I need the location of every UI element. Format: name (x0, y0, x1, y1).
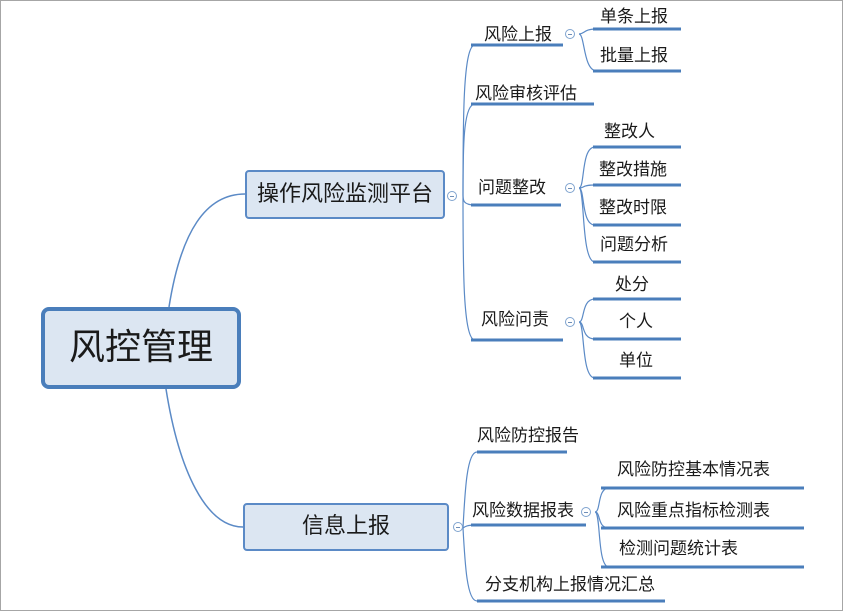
subtopic-basic-situation-form[interactable]: 风险防控基本情况表 (617, 460, 770, 480)
connector-line (594, 511, 610, 568)
connector-line (578, 146, 596, 189)
subtopic-unit[interactable]: 单位 (619, 351, 653, 371)
connector-line (578, 298, 596, 323)
topic-branch-summary[interactable]: 分支机构上报情况汇总 (485, 575, 655, 595)
topic-risk-report[interactable]: 风险上报 (484, 25, 552, 45)
connector-line (462, 194, 476, 341)
collapse-toggle-icon[interactable] (565, 317, 575, 327)
collapse-toggle-icon[interactable] (453, 522, 463, 532)
connector-line (462, 451, 478, 529)
connector-line (165, 388, 244, 528)
topic-issue-rectify[interactable]: 问题整改 (478, 178, 546, 198)
collapse-toggle-icon[interactable] (565, 29, 575, 39)
subtopic-single-report[interactable]: 单条上报 (600, 7, 668, 27)
branch-node-platform[interactable]: 操作风险监测平台 (245, 170, 445, 219)
topic-risk-control-report[interactable]: 风险防控报告 (477, 426, 579, 446)
collapse-toggle-icon[interactable] (447, 191, 457, 201)
subtopic-penalty[interactable]: 处分 (615, 275, 649, 295)
subtopic-issue-stats-form[interactable]: 检测问题统计表 (619, 539, 738, 559)
subtopic-key-indicator-form[interactable]: 风险重点指标检测表 (617, 501, 770, 521)
subtopic-rectify-measures[interactable]: 整改措施 (599, 160, 667, 180)
connector-line (462, 103, 476, 196)
topic-risk-review[interactable]: 风险审核评估 (475, 84, 577, 104)
connector-line (578, 33, 598, 72)
connector-line (578, 187, 596, 263)
subtopic-individual[interactable]: 个人 (619, 312, 653, 332)
connector-line (462, 527, 478, 602)
connector-line (578, 321, 596, 379)
subtopic-batch-report[interactable]: 批量上报 (600, 46, 668, 66)
subtopic-rectify-deadline[interactable]: 整改时限 (599, 198, 667, 218)
topic-risk-data-forms[interactable]: 风险数据报表 (472, 501, 574, 521)
connector-line (594, 487, 610, 513)
topic-risk-accountability[interactable]: 风险问责 (481, 310, 549, 330)
subtopic-issue-analysis[interactable]: 问题分析 (600, 235, 668, 255)
collapse-toggle-icon[interactable] (581, 507, 591, 517)
root-node[interactable]: 风控管理 (41, 307, 241, 389)
connector-line (462, 44, 476, 196)
subtopic-rectify-person[interactable]: 整改人 (604, 122, 655, 142)
branch-node-info-report[interactable]: 信息上报 (243, 503, 449, 551)
collapse-toggle-icon[interactable] (565, 183, 575, 193)
connector-line (168, 193, 246, 308)
